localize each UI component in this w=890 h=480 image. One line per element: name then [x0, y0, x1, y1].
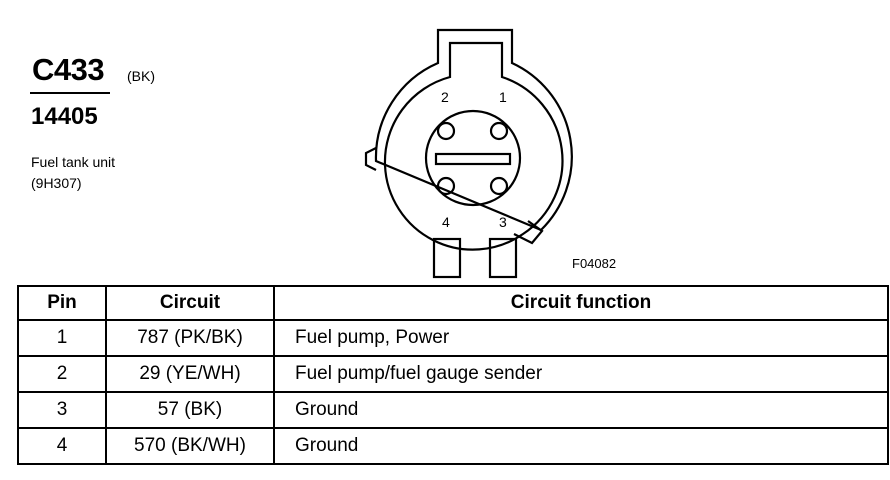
- cell-circuit: 57 (BK): [105, 391, 275, 429]
- column-header-function: Circuit function: [273, 285, 889, 321]
- title-divider: [30, 92, 110, 94]
- cell-circuit: 570 (BK/WH): [105, 427, 275, 465]
- cell-circuit: 29 (YE/WH): [105, 355, 275, 393]
- pin-label-2: 2: [441, 89, 449, 105]
- pinout-table: Pin Circuit Circuit function 1 787 (PK/B…: [17, 285, 889, 465]
- cell-function: Fuel pump, Power: [273, 319, 889, 357]
- cell-pin: 1: [17, 319, 107, 357]
- table-row: 3 57 (BK) Ground: [17, 391, 889, 429]
- terminal-blade-left: [432, 237, 462, 279]
- cell-function: Fuel pump/fuel gauge sender: [273, 355, 889, 393]
- cell-pin: 3: [17, 391, 107, 429]
- connector-latch-left: [364, 147, 377, 171]
- column-header-pin: Pin: [17, 285, 107, 321]
- pin-1-cavity: [489, 121, 509, 141]
- component-code: (9H307): [31, 175, 82, 191]
- table-header-row: Pin Circuit Circuit function: [17, 285, 889, 321]
- cell-pin: 4: [17, 427, 107, 465]
- cell-circuit: 787 (PK/BK): [105, 319, 275, 357]
- cell-function: Ground: [273, 391, 889, 429]
- connector-face-diagram: [364, 28, 573, 279]
- figure-id: F04082: [572, 256, 617, 271]
- connector-id: C433: [32, 52, 105, 87]
- connector-key-notch: [513, 220, 544, 245]
- pin-label-3: 3: [499, 214, 507, 230]
- table-row: 1 787 (PK/BK) Fuel pump, Power: [17, 319, 889, 357]
- pin-2-cavity: [436, 121, 456, 141]
- connector-outer-housing: [374, 28, 573, 232]
- cell-pin: 2: [17, 355, 107, 393]
- part-number: 14405: [31, 103, 98, 130]
- pin-3-cavity: [489, 176, 509, 196]
- pin-cavity-ring: [424, 109, 522, 207]
- cell-function: Ground: [273, 427, 889, 465]
- terminal-blade-right: [488, 237, 518, 279]
- pin-label-4: 4: [442, 214, 450, 230]
- connector-color: (BK): [127, 68, 155, 84]
- pin-4-cavity: [436, 176, 456, 196]
- connector-inner-housing: [383, 41, 564, 251]
- pin-label-1: 1: [499, 89, 507, 105]
- column-header-circuit: Circuit: [105, 285, 275, 321]
- connector-center-bar: [434, 152, 512, 166]
- component-name: Fuel tank unit: [31, 154, 116, 170]
- table-row: 4 570 (BK/WH) Ground: [17, 427, 889, 465]
- table-row: 2 29 (YE/WH) Fuel pump/fuel gauge sender: [17, 355, 889, 393]
